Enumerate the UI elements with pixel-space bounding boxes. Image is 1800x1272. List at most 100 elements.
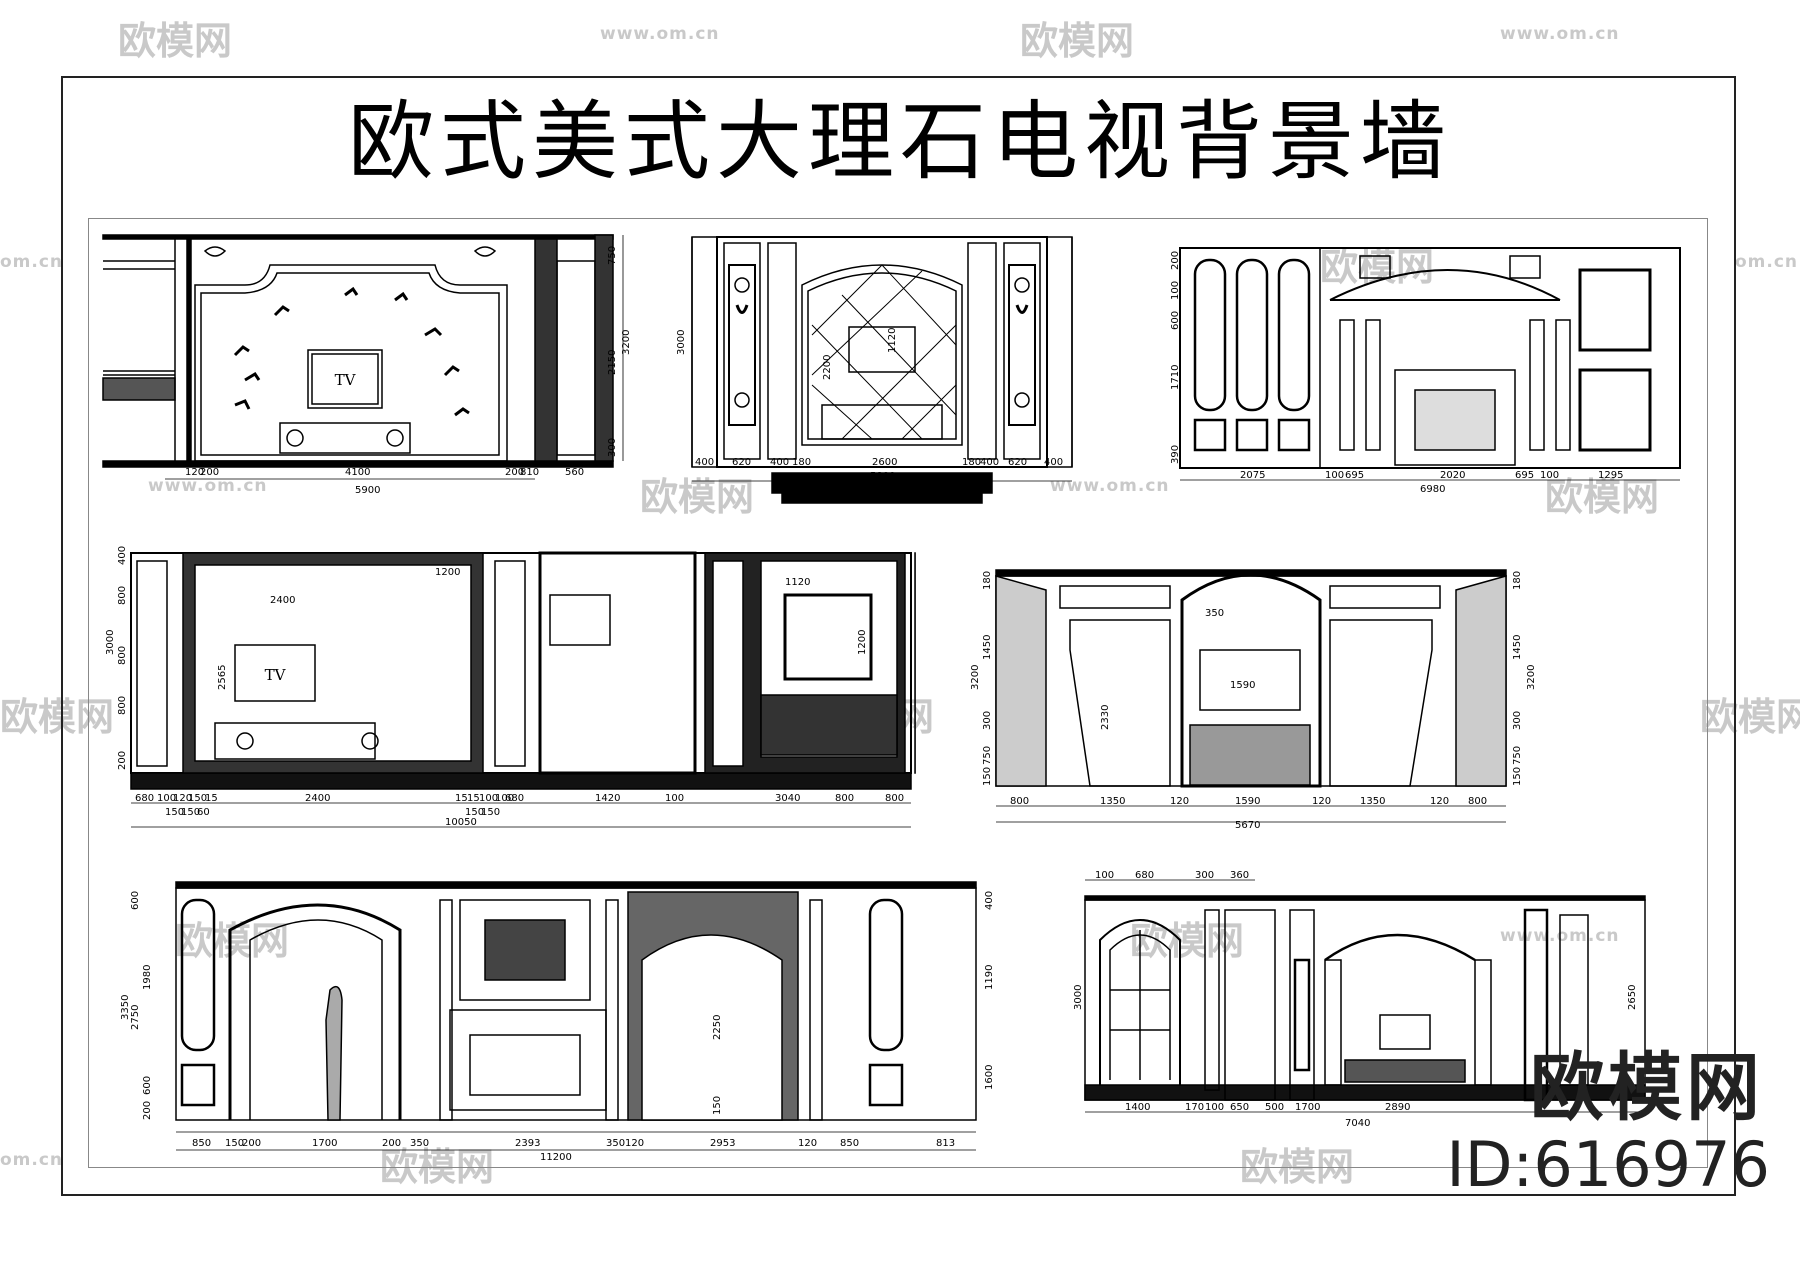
svg-text:1450: 1450	[1512, 635, 1523, 660]
svg-text:2330: 2330	[1100, 705, 1111, 730]
brand-logo: 欧模网	[1530, 1045, 1764, 1131]
svg-text:1590: 1590	[1230, 680, 1255, 691]
svg-text:600: 600	[130, 891, 141, 910]
svg-text:1590: 1590	[1235, 796, 1260, 807]
svg-text:150: 150	[1512, 767, 1523, 786]
svg-text:5900: 5900	[355, 485, 380, 496]
svg-text:750: 750	[982, 746, 993, 765]
svg-text:2150: 2150	[607, 350, 618, 375]
svg-text:600: 600	[142, 1076, 153, 1095]
svg-text:1350: 1350	[1360, 796, 1385, 807]
watermark-url: om.cn	[0, 252, 64, 272]
svg-text:150: 150	[181, 807, 200, 818]
svg-text:120: 120	[1312, 796, 1331, 807]
svg-text:150: 150	[165, 807, 184, 818]
svg-text:350: 350	[1205, 608, 1224, 619]
svg-text:11200: 11200	[540, 1152, 572, 1163]
svg-text:120: 120	[1170, 796, 1189, 807]
elevation-drawing-1: TV 120 200 4100 200 810 560 5900 750 215…	[102, 234, 632, 496]
svg-text:1710: 1710	[1170, 365, 1181, 390]
svg-text:100: 100	[1325, 470, 1344, 481]
svg-text:100: 100	[665, 793, 684, 804]
svg-text:150: 150	[481, 807, 500, 818]
svg-text:1600: 1600	[984, 1065, 995, 1090]
svg-text:180: 180	[1512, 571, 1523, 590]
svg-text:150: 150	[225, 1138, 244, 1149]
svg-text:3200: 3200	[970, 665, 981, 690]
svg-text:800: 800	[835, 793, 854, 804]
svg-text:1200: 1200	[435, 567, 460, 578]
sheet-border	[61, 76, 1736, 1196]
svg-text:2565: 2565	[217, 665, 228, 690]
svg-text:120: 120	[173, 793, 192, 804]
svg-text:150: 150	[465, 807, 484, 818]
svg-text:5670: 5670	[1235, 820, 1260, 831]
svg-text:180: 180	[792, 457, 811, 468]
svg-text:3350: 3350	[120, 995, 131, 1020]
svg-text:680: 680	[135, 793, 154, 804]
svg-text:400: 400	[980, 457, 999, 468]
elevation-drawing-4: TV 400 800 3000 800 800 200 2400 2565 12…	[105, 546, 916, 828]
elevation-drawing-3: 200 100 600 1710 390 2075 100 695 2020 6…	[1170, 247, 1681, 495]
svg-text:6980: 6980	[1420, 484, 1445, 495]
watermark-url: www.om.cn	[1500, 24, 1620, 44]
svg-text:2075: 2075	[1240, 470, 1265, 481]
svg-text:695: 695	[1345, 470, 1364, 481]
svg-text:5800: 5800	[870, 471, 895, 482]
tv-label: TV	[265, 666, 287, 684]
svg-text:2400: 2400	[305, 793, 330, 804]
svg-text:200: 200	[142, 1101, 153, 1120]
svg-text:300: 300	[982, 711, 993, 730]
svg-text:3000: 3000	[676, 330, 687, 355]
svg-text:360: 360	[1230, 870, 1249, 881]
svg-text:3200: 3200	[621, 330, 632, 355]
svg-text:800: 800	[117, 586, 128, 605]
svg-text:2250: 2250	[712, 1015, 723, 1040]
watermark-url: om.cn	[0, 1150, 64, 1170]
svg-text:1700: 1700	[312, 1138, 337, 1149]
elevation-drawing-2: 3000 2200 1120 400 620 400 180 2600 180 …	[676, 236, 1073, 504]
watermark-logo: 欧模网	[1700, 695, 1800, 739]
svg-text:2600: 2600	[872, 457, 897, 468]
watermark-logo: 欧模网	[1020, 19, 1135, 63]
svg-text:200: 200	[505, 467, 524, 478]
svg-text:120: 120	[185, 467, 204, 478]
drawing-area-border	[88, 218, 1708, 1168]
svg-text:200: 200	[382, 1138, 401, 1149]
svg-text:2650: 2650	[1627, 985, 1638, 1010]
tv-label: TV	[335, 371, 357, 389]
svg-text:350: 350	[606, 1138, 625, 1149]
svg-text:1200: 1200	[857, 630, 868, 655]
svg-text:500: 500	[1265, 1102, 1284, 1113]
svg-text:150: 150	[982, 767, 993, 786]
svg-text:750: 750	[1512, 746, 1523, 765]
svg-text:300: 300	[1512, 711, 1523, 730]
svg-text:800: 800	[117, 646, 128, 665]
svg-text:7040: 7040	[1345, 1118, 1370, 1129]
svg-text:200: 200	[117, 751, 128, 770]
svg-text:4100: 4100	[345, 467, 370, 478]
svg-text:60: 60	[197, 807, 210, 818]
svg-text:1295: 1295	[1598, 470, 1623, 481]
svg-text:3040: 3040	[775, 793, 800, 804]
svg-text:620: 620	[732, 457, 751, 468]
svg-text:2020: 2020	[1440, 470, 1465, 481]
svg-text:120: 120	[625, 1138, 644, 1149]
svg-text:180: 180	[962, 457, 981, 468]
svg-text:620: 620	[1008, 457, 1027, 468]
svg-text:680: 680	[1135, 870, 1154, 881]
svg-text:100: 100	[495, 793, 514, 804]
svg-text:850: 850	[192, 1138, 211, 1149]
svg-text:2890: 2890	[1385, 1102, 1410, 1113]
svg-text:650: 650	[1230, 1102, 1249, 1113]
svg-text:560: 560	[565, 467, 584, 478]
svg-text:300: 300	[607, 438, 618, 457]
svg-text:1420: 1420	[595, 793, 620, 804]
svg-text:150: 150	[712, 1096, 723, 1115]
svg-text:2393: 2393	[515, 1138, 540, 1149]
watermark-url: www.om.cn	[148, 476, 268, 496]
svg-text:100: 100	[479, 793, 498, 804]
svg-text:15: 15	[467, 793, 480, 804]
watermark-logo: 欧模网	[640, 475, 755, 519]
svg-text:200: 200	[242, 1138, 261, 1149]
